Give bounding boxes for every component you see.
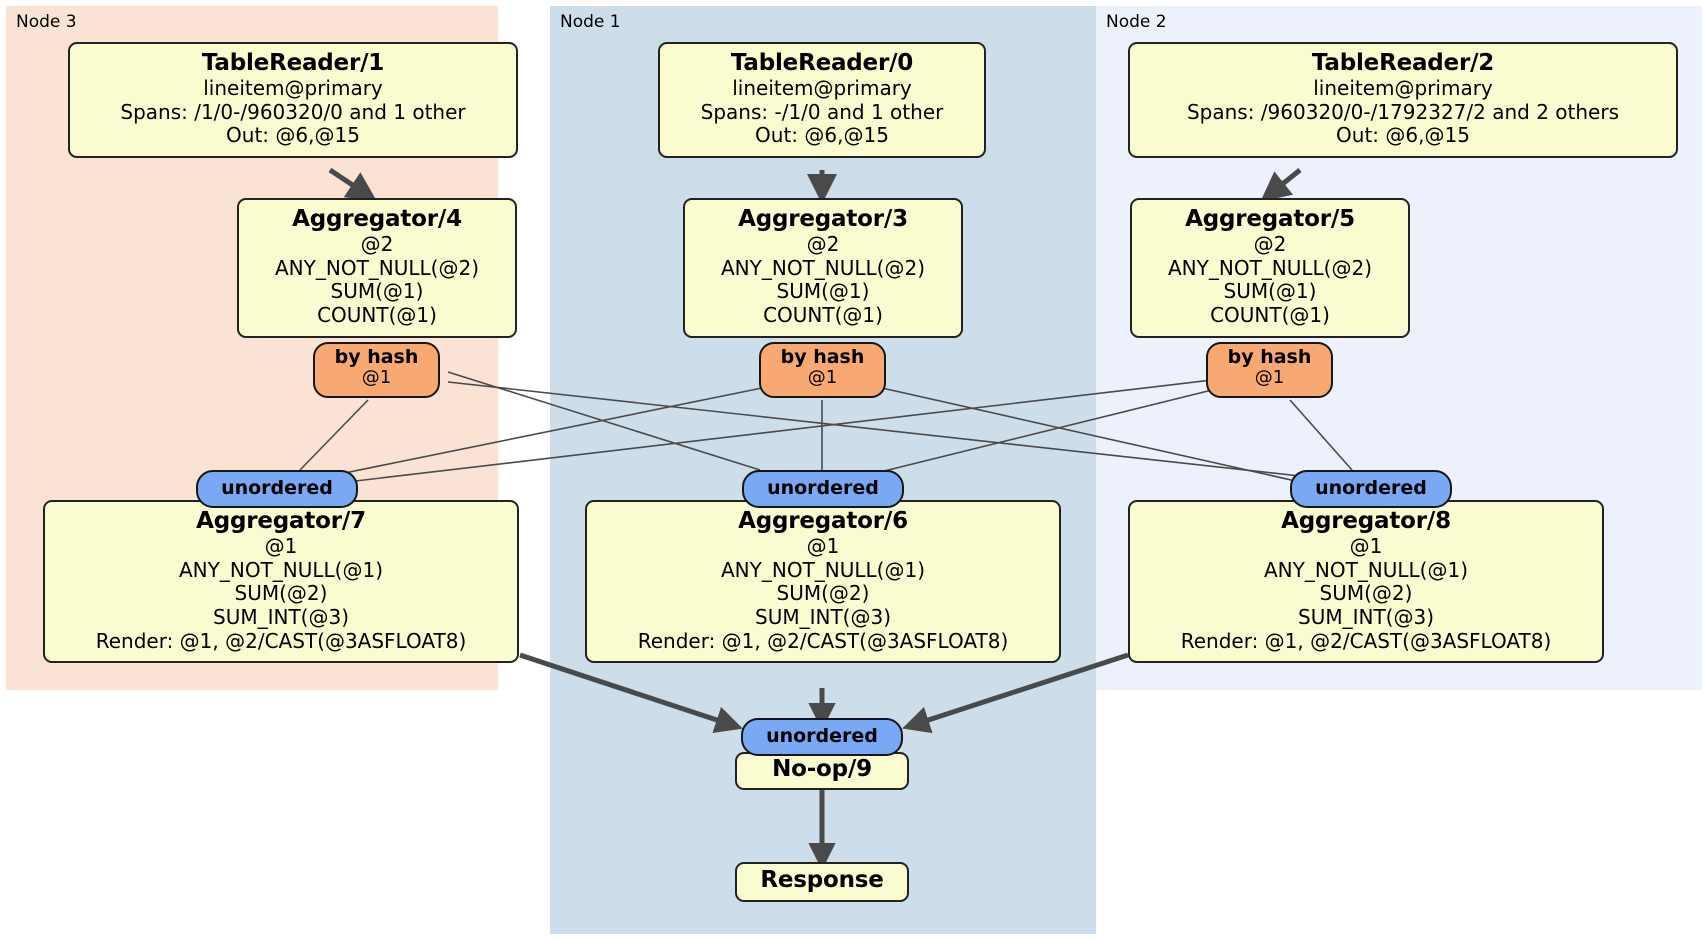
- processor-detail-line: COUNT(@1): [317, 302, 437, 327]
- processor-detail-line: SUM_INT(@3): [213, 604, 349, 629]
- processor-detail-line: Render: @1, @2/CAST(@3ASFLOAT8): [1180, 628, 1552, 653]
- processor-tablereader-2[interactable]: TableReader/2 lineitem@primary Spans: /9…: [1128, 42, 1678, 158]
- processor-title: Aggregator/7: [196, 508, 366, 534]
- router-by-hash-right[interactable]: by hash @1: [1206, 342, 1333, 398]
- processor-detail-line: Spans: -/1/0 and 1 other: [700, 99, 944, 124]
- synchronizer-unordered-final[interactable]: unordered: [741, 718, 903, 756]
- processor-detail-line: SUM(@1): [1223, 279, 1317, 304]
- processor-detail-line: ANY_NOT_NULL(@1): [179, 557, 383, 582]
- processor-title: Response: [760, 867, 884, 894]
- processor-title: Aggregator/4: [292, 206, 462, 232]
- processor-detail-line: SUM_INT(@3): [1298, 604, 1434, 629]
- processor-title: Aggregator/5: [1185, 206, 1355, 232]
- processor-detail-line: @1: [1349, 534, 1383, 559]
- processor-title: TableReader/0: [730, 50, 914, 76]
- synchronizer-unordered-center[interactable]: unordered: [742, 470, 904, 508]
- router-sublabel: @1: [1254, 367, 1285, 389]
- processor-aggregator-8[interactable]: Aggregator/8 @1 ANY_NOT_NULL(@1) SUM(@2)…: [1128, 500, 1604, 664]
- processor-detail-line: SUM(@2): [1319, 581, 1413, 606]
- processor-detail-line: Out: @6,@15: [755, 123, 889, 148]
- processor-tablereader-0[interactable]: TableReader/0 lineitem@primary Spans: -/…: [658, 42, 986, 158]
- processor-aggregator-6[interactable]: Aggregator/6 @1 ANY_NOT_NULL(@1) SUM(@2)…: [585, 500, 1061, 664]
- processor-detail-line: ANY_NOT_NULL(@2): [1168, 255, 1372, 280]
- processor-aggregator-3[interactable]: Aggregator/3 @2 ANY_NOT_NULL(@2) SUM(@1)…: [683, 198, 963, 338]
- synchronizer-label: unordered: [767, 476, 879, 499]
- processor-title: No-op/9: [772, 756, 872, 783]
- processor-detail-line: lineitem@primary: [732, 76, 912, 101]
- processor-detail-line: lineitem@primary: [1313, 76, 1493, 101]
- router-label: by hash: [334, 346, 419, 368]
- router-by-hash-left[interactable]: by hash @1: [313, 342, 440, 398]
- processor-detail-line: @2: [360, 232, 394, 257]
- processor-title: Aggregator/6: [738, 508, 908, 534]
- synchronizer-label: unordered: [221, 476, 333, 499]
- processor-detail-line: SUM(@1): [776, 279, 870, 304]
- processor-detail-line: ANY_NOT_NULL(@1): [1264, 557, 1468, 582]
- cluster-label-node-2: Node 2: [1106, 12, 1167, 32]
- processor-detail-line: SUM(@1): [330, 279, 424, 304]
- router-sublabel: @1: [361, 367, 392, 389]
- router-label: by hash: [780, 346, 865, 368]
- synchronizer-label: unordered: [766, 724, 878, 747]
- synchronizer-unordered-left[interactable]: unordered: [196, 470, 358, 508]
- processor-detail-line: ANY_NOT_NULL(@2): [721, 255, 925, 280]
- processor-aggregator-5[interactable]: Aggregator/5 @2 ANY_NOT_NULL(@2) SUM(@1)…: [1130, 198, 1410, 338]
- processor-detail-line: ANY_NOT_NULL(@2): [275, 255, 479, 280]
- processor-detail-line: Out: @6,@15: [1336, 123, 1470, 148]
- processor-detail-line: @1: [806, 534, 840, 559]
- processor-title: TableReader/2: [1311, 50, 1495, 76]
- processor-detail-line: ANY_NOT_NULL(@1): [721, 557, 925, 582]
- router-by-hash-center[interactable]: by hash @1: [759, 342, 886, 398]
- cluster-label-node-3: Node 3: [16, 12, 77, 32]
- processor-title: TableReader/1: [201, 50, 385, 76]
- cluster-label-node-1: Node 1: [560, 12, 621, 32]
- processor-detail-line: SUM(@2): [776, 581, 870, 606]
- processor-detail-line: @1: [264, 534, 298, 559]
- processor-detail-line: COUNT(@1): [763, 302, 883, 327]
- processor-tablereader-1[interactable]: TableReader/1 lineitem@primary Spans: /1…: [68, 42, 518, 158]
- processor-aggregator-4[interactable]: Aggregator/4 @2 ANY_NOT_NULL(@2) SUM(@1)…: [237, 198, 517, 338]
- processor-title: Aggregator/8: [1281, 508, 1451, 534]
- processor-detail-line: @2: [806, 232, 840, 257]
- synchronizer-label: unordered: [1315, 476, 1427, 499]
- processor-noop-9[interactable]: No-op/9: [735, 752, 909, 790]
- processor-detail-line: SUM_INT(@3): [755, 604, 891, 629]
- synchronizer-unordered-right[interactable]: unordered: [1290, 470, 1452, 508]
- processor-detail-line: Spans: /1/0-/960320/0 and 1 other: [120, 99, 466, 124]
- processor-detail-line: SUM(@2): [234, 581, 328, 606]
- processor-detail-line: Render: @1, @2/CAST(@3ASFLOAT8): [95, 628, 467, 653]
- processor-detail-line: COUNT(@1): [1210, 302, 1330, 327]
- processor-response[interactable]: Response: [735, 862, 909, 902]
- processor-title: Aggregator/3: [738, 206, 908, 232]
- processor-detail-line: Out: @6,@15: [226, 123, 360, 148]
- processor-detail-line: @2: [1253, 232, 1287, 257]
- processor-detail-line: lineitem@primary: [203, 76, 383, 101]
- processor-aggregator-7[interactable]: Aggregator/7 @1 ANY_NOT_NULL(@1) SUM(@2)…: [43, 500, 519, 664]
- router-sublabel: @1: [807, 367, 838, 389]
- processor-detail-line: Render: @1, @2/CAST(@3ASFLOAT8): [637, 628, 1009, 653]
- processor-detail-line: Spans: /960320/0-/1792327/2 and 2 others: [1186, 99, 1619, 124]
- router-label: by hash: [1227, 346, 1312, 368]
